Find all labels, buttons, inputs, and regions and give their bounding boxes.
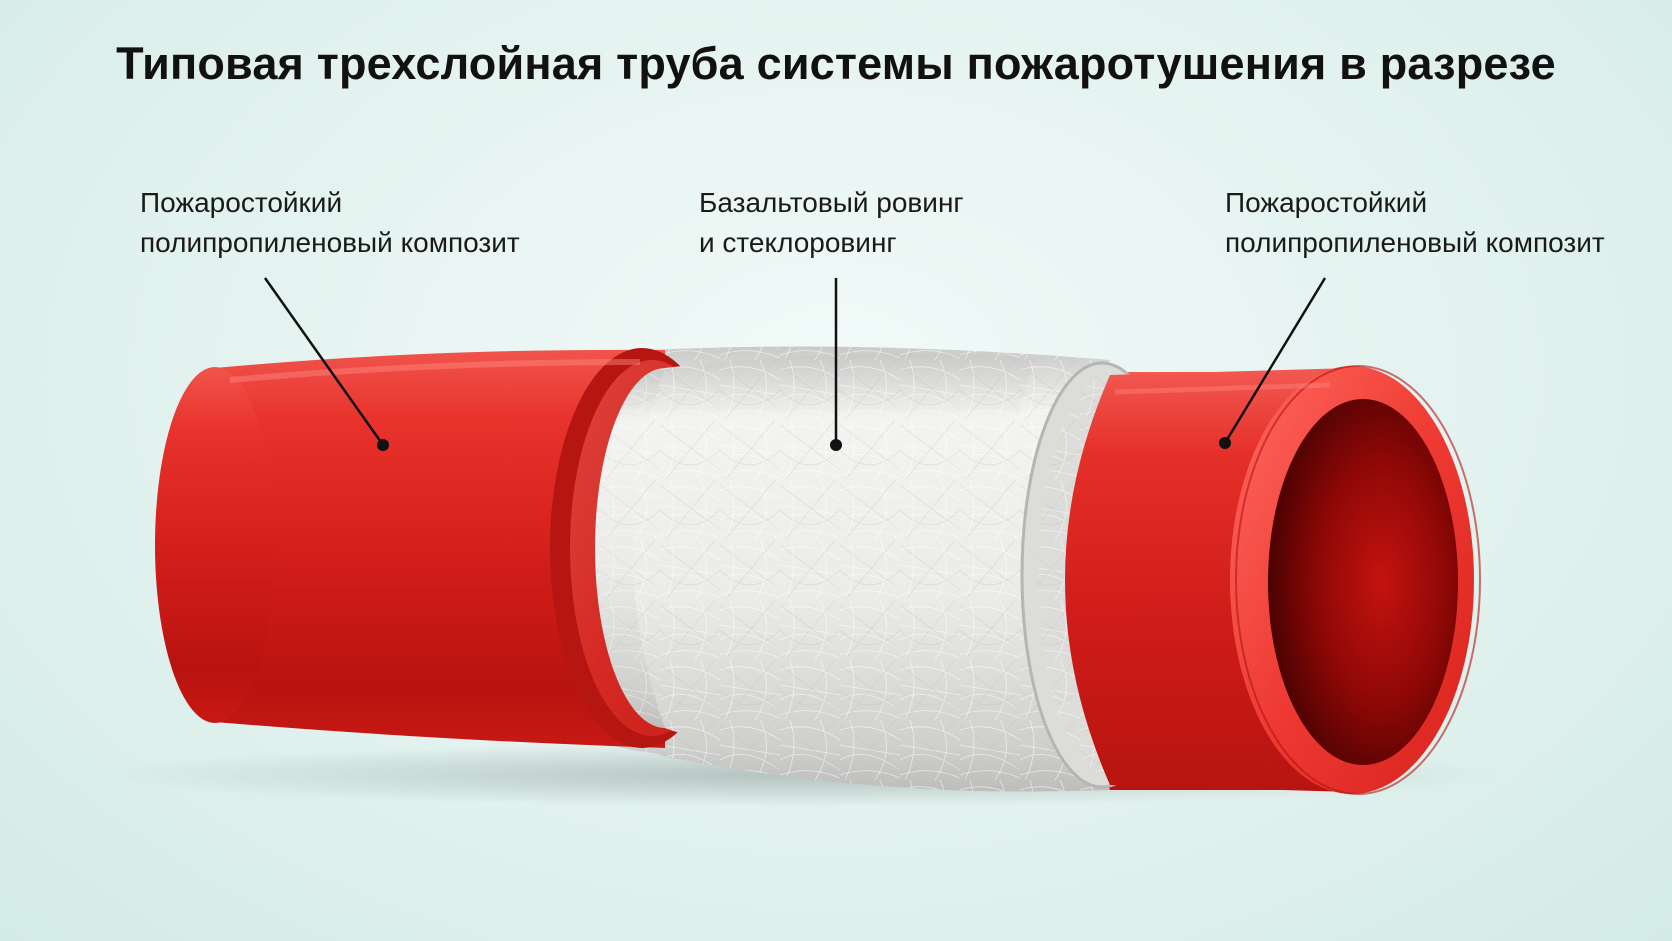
outer-pipe-highlight: [229, 359, 641, 383]
label-right-line1: Пожаростойкий: [1225, 187, 1428, 218]
leader-left-dot: [377, 439, 389, 451]
label-outer-composite-left: Пожаростойкий полипропиленовый композит: [140, 183, 520, 263]
inner-pipe-highlight: [1114, 382, 1331, 395]
inner-pipe-front: [1065, 365, 1481, 795]
inner-pipe-bore: [1268, 399, 1458, 765]
leader-left: [263, 277, 389, 451]
fiber-roving-front: [632, 353, 1035, 792]
label-center-line2: и стеклоровинг: [699, 227, 897, 258]
leader-right-dot: [1219, 437, 1231, 449]
leader-center: [830, 278, 842, 451]
label-inner-composite-right: Пожаростойкий полипропиленовый композит: [1225, 183, 1605, 263]
label-left-line2: полипропиленовый композит: [140, 227, 520, 258]
leader-center-dot: [830, 439, 842, 451]
diagram-title: Типовая трехслойная труба системы пожаро…: [116, 38, 1556, 89]
label-right-line2: полипропиленовый композит: [1225, 227, 1605, 258]
label-fiber-layer: Базальтовый ровинг и стеклоровинг: [699, 183, 964, 263]
label-center-line1: Базальтовый ровинг: [699, 187, 964, 218]
label-left-line1: Пожаростойкий: [140, 187, 343, 218]
leader-right: [1219, 277, 1327, 449]
